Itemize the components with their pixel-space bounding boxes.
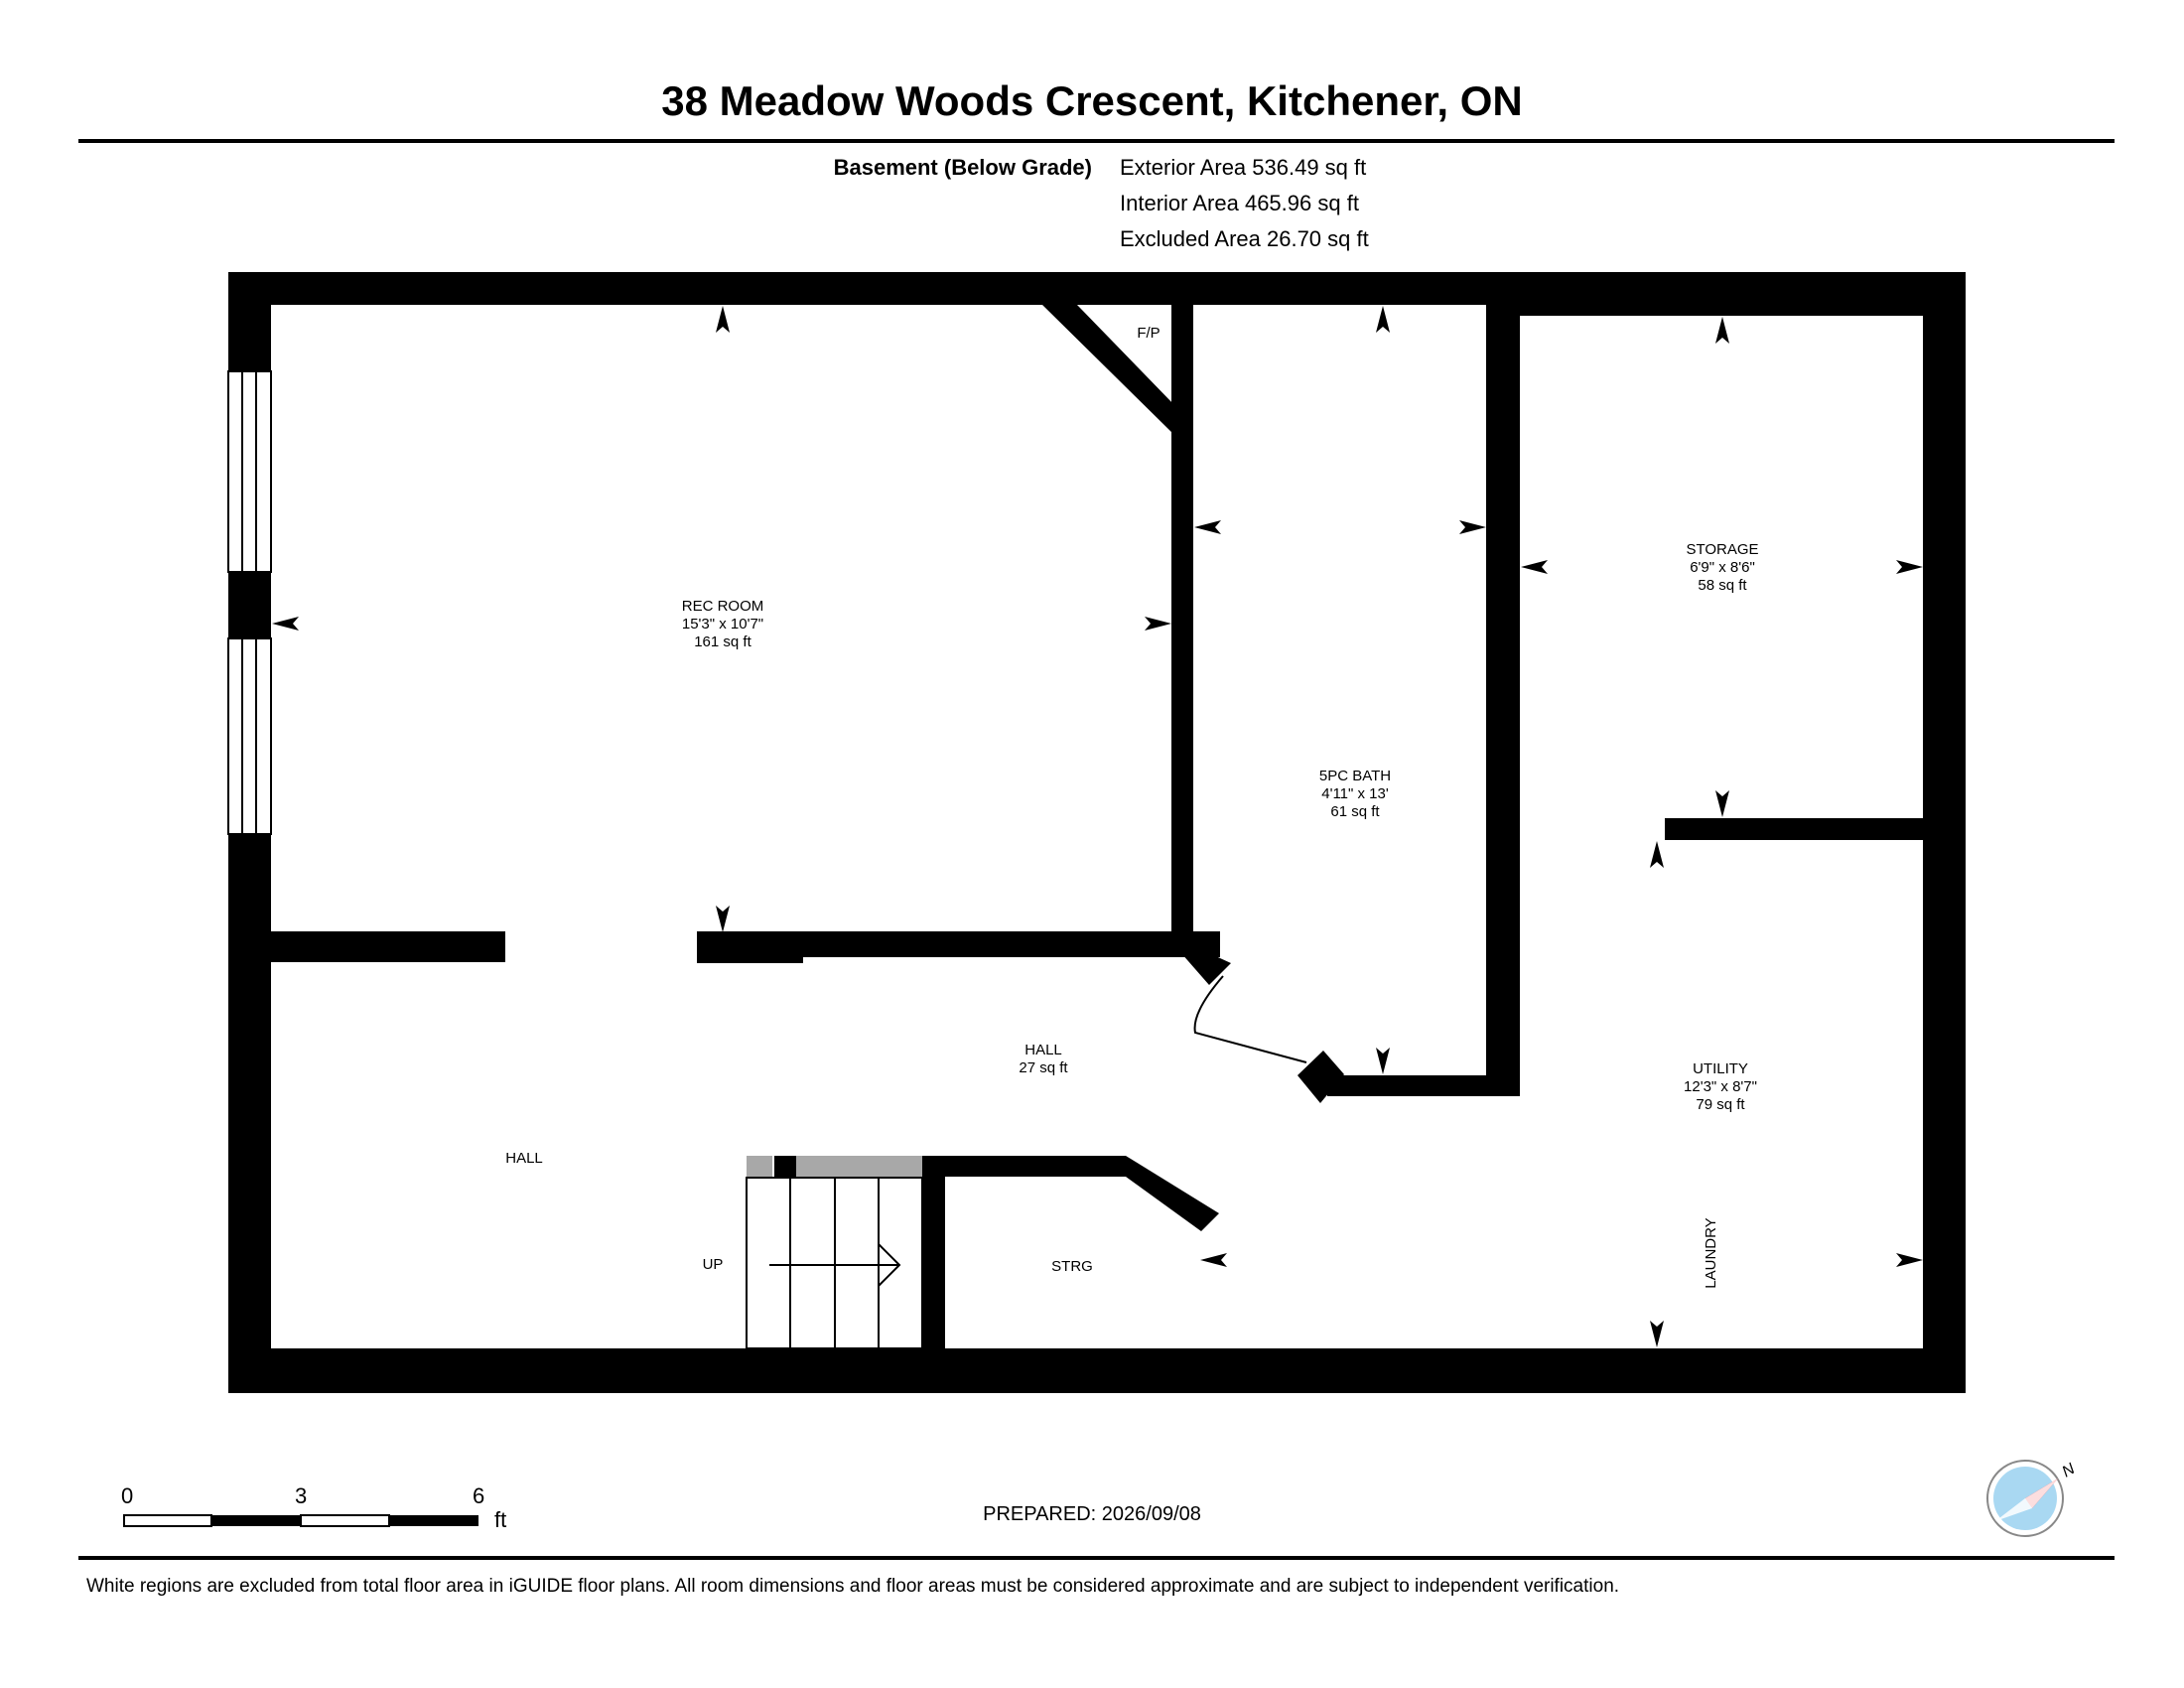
staircase: [746, 1156, 923, 1349]
dim-arrow-rec-right: [1145, 617, 1171, 631]
dim-arrow-utility-top: [1650, 841, 1664, 868]
wall-west-bottom: [228, 834, 271, 1393]
utility-dims: 12'3" x 8'7": [1684, 1078, 1757, 1095]
wall-strg-diagonal: [1126, 1156, 1219, 1231]
wall-hall-right-step: [697, 953, 803, 963]
dim-arrow-utility-left: [1200, 1253, 1227, 1267]
bath-area: 61 sq ft: [1330, 803, 1380, 820]
wall-rec-bath: [1171, 305, 1193, 940]
stair-post: [774, 1156, 796, 1178]
storage-area: 58 sq ft: [1698, 577, 1747, 594]
strg-name: STRG: [1051, 1258, 1093, 1275]
dim-arrow-bath-bottom: [1376, 1048, 1390, 1074]
wall-south: [228, 1348, 1966, 1393]
stairs-up-label: UP: [703, 1256, 724, 1273]
scale-tick-6: 6: [473, 1483, 485, 1508]
dim-arrow-storage-left: [1521, 560, 1548, 574]
scale-unit: ft: [494, 1507, 507, 1532]
compass-icon: N: [1986, 1460, 2079, 1537]
dim-arrow-storage-top: [1715, 317, 1729, 344]
wall-hall-right: [697, 931, 1220, 957]
page-title: 38 Meadow Woods Crescent, Kitchener, ON: [661, 77, 1523, 124]
bath-name: 5PC BATH: [1319, 768, 1391, 784]
wall-strg-west: [922, 1156, 945, 1350]
dim-arrow-storage-right: [1896, 560, 1923, 574]
door-swing: [1193, 975, 1307, 1063]
storage-dims: 6'9" x 8'6": [1690, 559, 1755, 576]
dim-arrow-rec-left: [272, 617, 299, 631]
hall-left-name: HALL: [505, 1150, 543, 1167]
bath-dims: 4'11" x 13': [1321, 785, 1389, 802]
fireplace-label: F/P: [1137, 325, 1160, 342]
hall-center-area: 27 sq ft: [1019, 1059, 1068, 1076]
utility-area: 79 sq ft: [1696, 1096, 1745, 1113]
dim-arrow-rec-top: [716, 306, 730, 333]
door-jamb-bottom: [1297, 1051, 1344, 1103]
wall-west-mid: [228, 572, 271, 638]
wall-bath-bottom: [1327, 1075, 1520, 1096]
footer-divider: [78, 1556, 2115, 1560]
wall-east: [1923, 272, 1966, 1393]
dim-arrow-bath-top: [1376, 306, 1390, 333]
dim-arrow-rec-bottom: [716, 906, 730, 932]
window-west-lower: [227, 637, 272, 835]
rec-room-dims: 15'3" x 10'7": [682, 616, 763, 633]
dim-arrow-storage-bottom: [1715, 790, 1729, 817]
dim-arrow-utility-right: [1896, 1253, 1923, 1267]
scale-bar: [123, 1514, 478, 1527]
compass-north-label: N: [2060, 1461, 2079, 1481]
prepared-date: PREPARED: 2026/09/08: [983, 1503, 1201, 1525]
floor-label: Basement (Below Grade): [833, 155, 1092, 180]
wall-north: [228, 272, 1966, 305]
disclaimer-text: White regions are excluded from total fl…: [86, 1576, 1620, 1597]
wall-storage-utility: [1665, 818, 1923, 840]
hall-center-name: HALL: [1024, 1042, 1062, 1058]
interior-area: Interior Area 465.96 sq ft: [1120, 191, 1359, 215]
scale-tick-3: 3: [295, 1483, 308, 1508]
wall-hall-left: [271, 931, 505, 962]
window-west-upper: [227, 370, 272, 573]
dim-arrow-bath-left: [1194, 520, 1221, 534]
rec-room-area: 161 sq ft: [694, 633, 751, 650]
wall-west-top: [228, 272, 271, 371]
door-jamb-top: [1181, 953, 1231, 985]
utility-name: UTILITY: [1693, 1060, 1748, 1077]
wall-bath-storage: [1486, 305, 1520, 1096]
header-divider: [78, 139, 2115, 143]
excluded-area: Excluded Area 26.70 sq ft: [1120, 226, 1369, 251]
wall-north-storage: [1520, 305, 1966, 316]
wall-fp-diagonal: [1042, 305, 1176, 437]
storage-name: STORAGE: [1686, 541, 1758, 558]
scale-tick-0: 0: [121, 1483, 134, 1508]
rec-room-name: REC ROOM: [682, 598, 764, 615]
wall-strg-top: [923, 1156, 1126, 1177]
exterior-area: Exterior Area 536.49 sq ft: [1120, 155, 1367, 180]
dim-arrow-bath-right: [1459, 520, 1486, 534]
dim-arrow-utility-bottom: [1650, 1321, 1664, 1347]
laundry-label: LAUNDRY: [1703, 1217, 1719, 1288]
